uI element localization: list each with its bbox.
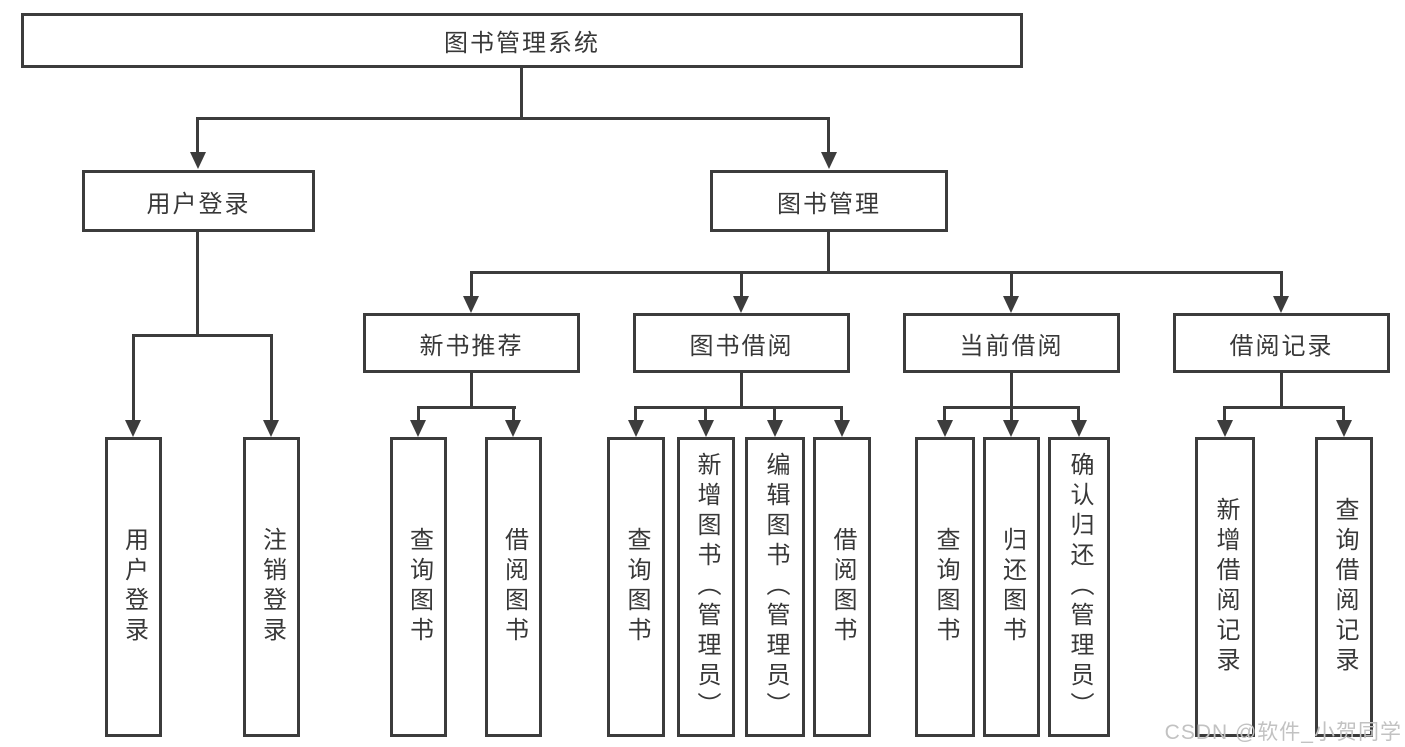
leaf-newbook-query-books-label: 查询图书 [405, 527, 433, 647]
leaf-borrow-query-books-label: 查询图书 [623, 527, 650, 647]
arrowhead-new-book [463, 296, 479, 313]
node-current-borrow: 当前借阅 [903, 313, 1120, 373]
connector-new-book-bar [417, 406, 516, 409]
arrowhead-cb-query [937, 420, 953, 437]
connector-drop-cb-return [1010, 406, 1013, 422]
arrowhead-bb-add [698, 420, 714, 437]
connector-drop-borrow-record [1280, 271, 1283, 299]
connector-current-borrow-drop [1010, 373, 1013, 409]
leaf-record-add-label: 新增借阅记录 [1212, 497, 1239, 677]
arrowhead-br-add [1217, 420, 1233, 437]
leaf-borrow-borrow-books: 借阅图书 [813, 437, 871, 737]
connector-borrow-record-bar [1223, 406, 1345, 409]
connector-root-drop [520, 68, 523, 119]
connector-drop-bb-add [704, 406, 707, 422]
node-user-login: 用户登录 [82, 170, 315, 232]
connector-drop-current-borrow [1010, 271, 1013, 299]
leaf-current-return-books: 归还图书 [983, 437, 1040, 737]
connector-drop-br-query [1342, 406, 1345, 422]
leaf-user-login-label: 用户登录 [120, 527, 148, 647]
node-root: 图书管理系统 [21, 13, 1023, 68]
leaf-current-confirm-return-label: 确认归还（管理员） [1066, 452, 1093, 722]
watermark: CSDN @软件_小贺同学 [1164, 721, 1402, 744]
leaf-newbook-query-books: 查询图书 [390, 437, 447, 737]
connector-book-borrow-drop [740, 373, 743, 409]
leaf-borrow-add-books: 新增图书（管理员） [677, 437, 735, 737]
connector-drop-cb-query [943, 406, 946, 422]
leaf-logout: 注销登录 [243, 437, 300, 737]
leaf-borrow-query-books: 查询图书 [607, 437, 665, 737]
arrowhead-bb-query [628, 420, 644, 437]
arrowhead-borrow-record [1273, 296, 1289, 313]
arrowhead-nb-query [410, 420, 426, 437]
arrowhead-leaf-logout [263, 420, 279, 437]
arrowhead-cb-confirm [1071, 420, 1087, 437]
connector-drop-br-add [1223, 406, 1226, 422]
leaf-current-query-books-label: 查询图书 [932, 527, 959, 647]
connector-user-login-drop [196, 232, 199, 336]
leaf-record-query: 查询借阅记录 [1315, 437, 1373, 737]
arrowhead-bb-borrow [834, 420, 850, 437]
arrowhead-leaf-user-login [125, 420, 141, 437]
arrowhead-bb-edit [767, 420, 783, 437]
arrowhead-book-borrow [733, 296, 749, 313]
connector-drop-book-mgmt [827, 117, 830, 155]
connector-new-book-drop [470, 373, 473, 409]
leaf-current-query-books: 查询图书 [915, 437, 975, 737]
connector-book-mgmt-drop [827, 232, 830, 274]
node-borrow-records: 借阅记录 [1173, 313, 1390, 373]
leaf-logout-label: 注销登录 [258, 527, 286, 647]
leaf-current-confirm-return: 确认归还（管理员） [1048, 437, 1110, 737]
arrowhead-user-login [190, 152, 206, 169]
leaf-borrow-edit-books-label: 编辑图书（管理员） [762, 452, 789, 722]
leaf-borrow-borrow-books-label: 借阅图书 [829, 527, 856, 647]
connector-drop-leaf-user-login [132, 334, 135, 421]
leaf-borrow-edit-books: 编辑图书（管理员） [745, 437, 805, 737]
connector-drop-bb-query [634, 406, 637, 422]
connector-book-borrow-bar [634, 406, 842, 409]
arrowhead-book-mgmt [821, 152, 837, 169]
leaf-current-return-books-label: 归还图书 [998, 527, 1026, 647]
node-book-borrow: 图书借阅 [633, 313, 850, 373]
leaf-record-query-label: 查询借阅记录 [1331, 497, 1358, 677]
arrowhead-br-query [1336, 420, 1352, 437]
connector-drop-nb-query [417, 406, 420, 422]
connector-drop-nb-borrow [512, 406, 515, 422]
connector-drop-new-book [470, 271, 473, 299]
connector-drop-bb-edit [773, 406, 776, 422]
arrowhead-current-borrow [1003, 296, 1019, 313]
arrowhead-nb-borrow [505, 420, 521, 437]
connector-borrow-record-drop [1280, 373, 1283, 409]
connector-drop-user-login [196, 117, 199, 155]
node-book-management: 图书管理 [710, 170, 948, 232]
connector-l2-bar [470, 271, 1283, 274]
connector-drop-leaf-logout [270, 334, 273, 421]
leaf-newbook-borrow-books: 借阅图书 [485, 437, 542, 737]
leaf-record-add: 新增借阅记录 [1195, 437, 1255, 737]
connector-l1-bar [196, 117, 830, 120]
connector-user-login-bar [132, 334, 273, 337]
arrowhead-cb-return [1003, 420, 1019, 437]
leaf-user-login: 用户登录 [105, 437, 162, 737]
node-new-book-recommend: 新书推荐 [363, 313, 580, 373]
leaf-newbook-borrow-books-label: 借阅图书 [500, 527, 528, 647]
connector-drop-book-borrow [740, 271, 743, 299]
connector-drop-bb-borrow [840, 406, 843, 422]
connector-drop-cb-confirm [1077, 406, 1080, 422]
leaf-borrow-add-books-label: 新增图书（管理员） [693, 452, 720, 722]
